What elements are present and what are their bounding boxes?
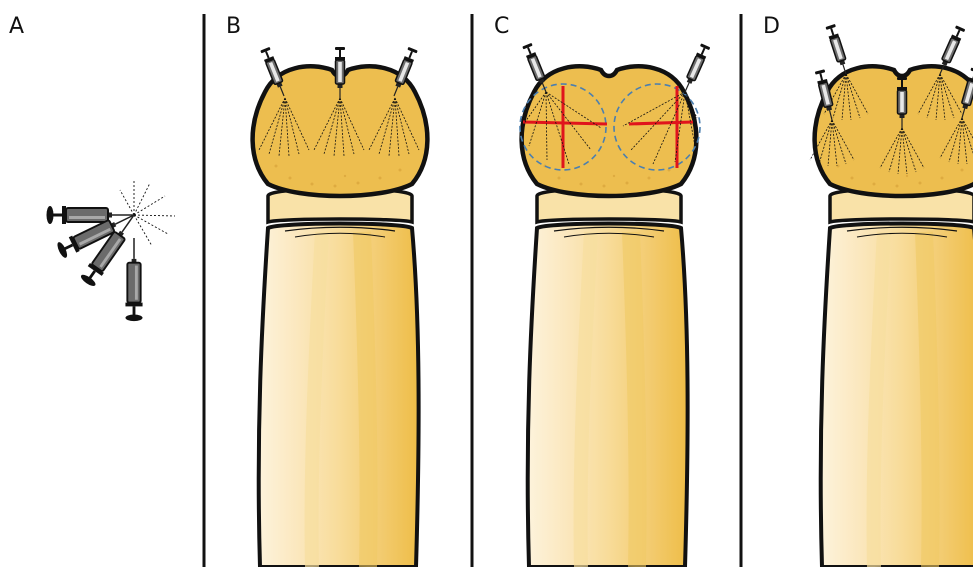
panel-b-illustration [253, 47, 428, 567]
panel-label-b: B [226, 14, 241, 40]
syringe-icon [125, 238, 142, 321]
panel-label-c: C [494, 14, 509, 40]
syringe-icon [680, 43, 710, 94]
panel-label-d: D [763, 14, 780, 40]
panel-a-syringe-fan [47, 180, 176, 321]
panel-c-illustration [520, 43, 710, 567]
panel-d-illustration [810, 24, 973, 567]
panel-label-a: A [9, 14, 24, 40]
syringe-icon [825, 24, 850, 76]
